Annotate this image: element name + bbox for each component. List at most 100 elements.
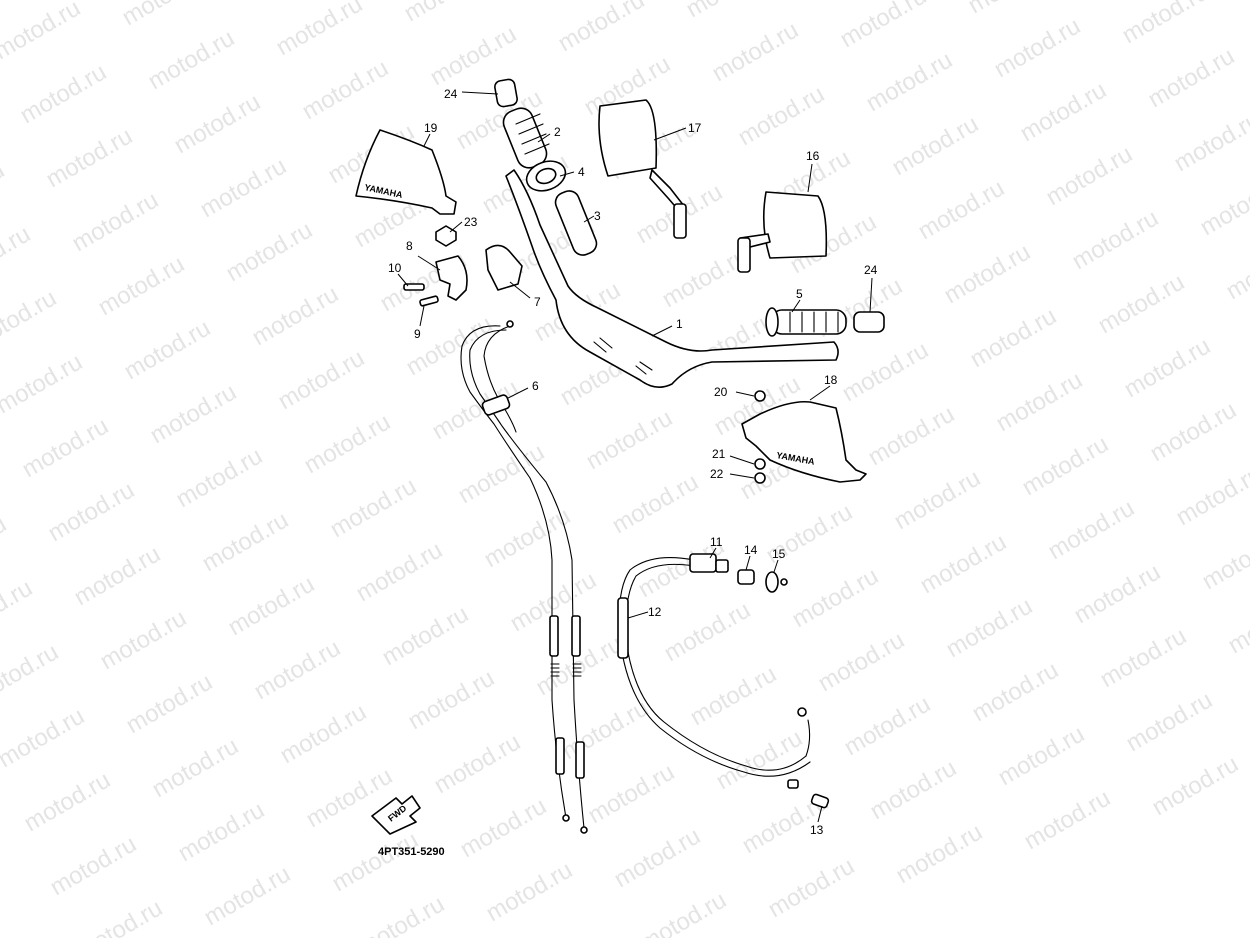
watermark-text: motod.ru (224, 570, 320, 641)
screw-9[interactable] (419, 295, 439, 307)
watermark-text: motod.ru (250, 634, 346, 705)
watermark-text: motod.ru (18, 412, 114, 483)
watermark-text: motod.ru (120, 314, 216, 385)
mirror-left[interactable] (598, 99, 687, 239)
watermark-text: motod.ru (1118, 0, 1214, 49)
callout-2: 2 (554, 125, 561, 139)
throttle-grip[interactable] (500, 105, 550, 172)
callout-24-left: 24 (444, 87, 458, 101)
watermark-text: motod.ru (402, 310, 498, 381)
watermark-text: motod.ru (1172, 460, 1250, 531)
watermark-text: motod.ru (686, 660, 782, 731)
callout-23: 23 (464, 215, 478, 229)
watermark-text: motod.ru (454, 438, 550, 509)
hand-guard-right[interactable]: YAMAHA (741, 400, 867, 483)
grip-collar[interactable] (522, 156, 569, 196)
watermark-text: motod.ru (272, 0, 368, 61)
watermark-text: motod.ru (326, 472, 422, 543)
washer-21[interactable] (754, 458, 766, 470)
screw-13[interactable] (810, 793, 830, 809)
watermark-text: motod.ru (352, 536, 448, 607)
throttle-cables[interactable] (460, 320, 588, 834)
watermark-text: motod.ru (400, 0, 496, 27)
watermark-text: motod.ru (1042, 140, 1138, 211)
watermark-text: motod.ru (0, 220, 35, 291)
watermark-text: motod.ru (1170, 106, 1250, 177)
callout-24-right: 24 (864, 263, 878, 277)
watermark-text: motod.ru (0, 510, 11, 581)
watermark-text: motod.ru (0, 348, 87, 419)
watermark-text: motod.ru (1246, 0, 1250, 15)
watermark-text: motod.ru (328, 826, 424, 897)
clutch-cable[interactable] (617, 553, 811, 789)
callout-22: 22 (710, 467, 724, 481)
watermark-text: motod.ru (1122, 686, 1218, 757)
watermark-text: motod.ru (890, 464, 986, 535)
watermark-text: motod.ru (584, 758, 680, 829)
fwd-arrow: FWD (371, 795, 421, 835)
watermark-text: motod.ru (764, 852, 860, 923)
screw-10[interactable] (403, 283, 425, 291)
mirror-right[interactable] (737, 191, 828, 273)
watermark-text: motod.ru (1096, 622, 1192, 693)
callout-21: 21 (712, 447, 726, 461)
watermark-text: motod.ru (892, 818, 988, 889)
watermark-text: motod.ru (378, 600, 474, 671)
watermark-text: motod.ru (46, 830, 142, 901)
watermark-text: motod.ru (146, 378, 242, 449)
right-grip[interactable] (765, 307, 847, 337)
watermark-text: motod.ru (558, 694, 654, 765)
throttle-sleeve[interactable] (553, 188, 600, 258)
callout-7: 7 (534, 295, 541, 309)
watermark-text: motod.ru (1020, 784, 1116, 855)
watermark-text: motod.ru (196, 152, 292, 223)
watermark-text: motod.ru (118, 0, 214, 31)
watermark-text: motod.ru (966, 302, 1062, 373)
callout-12: 12 (648, 605, 662, 619)
nut-22[interactable] (754, 472, 766, 484)
callout-18: 18 (824, 373, 838, 387)
callout-15: 15 (772, 547, 786, 561)
watermark-text: motod.ru (660, 596, 756, 667)
watermark-text: motod.ru (16, 58, 112, 129)
callout-5: 5 (796, 287, 803, 301)
watermark-text: motod.ru (1222, 234, 1250, 305)
watermark-text: motod.ru (1016, 76, 1112, 147)
watermark-text: motod.ru (298, 54, 394, 125)
watermark-text: motod.ru (916, 528, 1012, 599)
grip-end-left[interactable] (494, 78, 518, 108)
callout-19: 19 (424, 121, 438, 135)
watermark-text: motod.ru (1148, 750, 1244, 821)
watermark-text: motod.ru (1224, 588, 1250, 659)
grip-end-right[interactable] (853, 311, 885, 333)
watermark-text: motod.ru (1196, 170, 1250, 241)
watermark-text: motod.ru (1094, 268, 1190, 339)
watermark-text: motod.ru (300, 408, 396, 479)
holder-clamp[interactable] (435, 255, 468, 301)
callout-3: 3 (594, 209, 601, 223)
watermark-text: motod.ru (682, 0, 778, 23)
watermark-text: motod.ru (708, 16, 804, 87)
watermark-text: motod.ru (964, 0, 1060, 19)
watermark-text: motod.ru (68, 186, 164, 257)
watermark-text: motod.ru (734, 80, 830, 151)
callout-11: 11 (710, 535, 723, 549)
watermark-text: motod.ru (888, 110, 984, 181)
watermark-text: motod.ru (20, 766, 116, 837)
watermark-text: motod.ru (914, 174, 1010, 245)
lever-holder[interactable] (485, 244, 523, 291)
watermark-text: motod.ru (838, 336, 934, 407)
watermark-text: motod.ru (274, 344, 370, 415)
watermark-text: motod.ru (0, 284, 61, 355)
handlebar[interactable] (505, 169, 839, 388)
watermark-text: motod.ru (172, 442, 268, 513)
washer-15[interactable] (765, 571, 788, 593)
hand-guard-left[interactable]: YAMAHA (355, 129, 457, 215)
watermark-text: motod.ru (248, 280, 344, 351)
adjuster-nut-14[interactable] (737, 569, 755, 585)
watermark-text: motod.ru (990, 12, 1086, 83)
bolt-20[interactable] (754, 390, 766, 402)
watermark-text: motod.ru (198, 506, 294, 577)
watermark-text: motod.ru (1120, 332, 1216, 403)
watermark-text: motod.ru (354, 890, 450, 938)
